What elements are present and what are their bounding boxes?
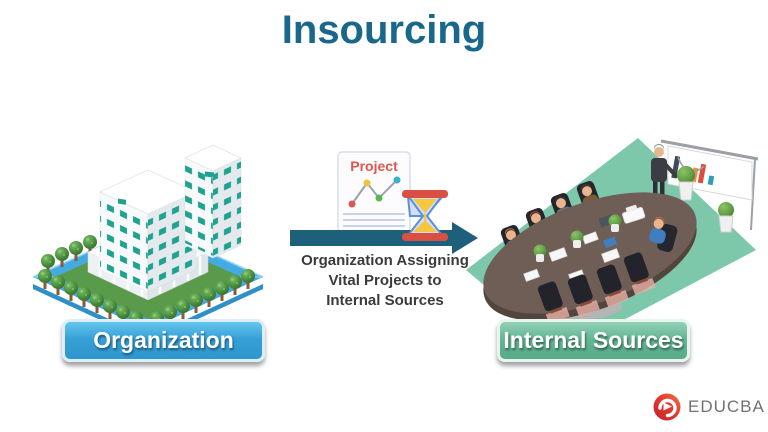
hourglass-icon xyxy=(402,190,448,241)
educba-logo-text: EDUCBA xyxy=(688,397,765,416)
table-plant xyxy=(533,244,547,262)
potted-plant xyxy=(718,202,734,233)
papers xyxy=(548,247,568,262)
tree-icon xyxy=(77,287,91,307)
page-title: Insourcing xyxy=(281,8,487,52)
roof-detail xyxy=(118,198,126,205)
organization-building-illustration xyxy=(32,144,264,342)
tree-icon xyxy=(51,275,65,295)
chair xyxy=(567,274,600,317)
table-plant xyxy=(608,214,622,232)
educba-logo-icon xyxy=(653,393,681,421)
caption-line: Vital Projects to xyxy=(328,272,442,289)
caption-line: Organization Assigning xyxy=(301,252,469,269)
tree-icon xyxy=(38,269,52,289)
papers xyxy=(581,231,599,245)
organization-label-text: Organization xyxy=(93,327,234,353)
line-chart-icon xyxy=(351,179,398,205)
chair xyxy=(623,252,656,295)
caption-line: Internal Sources xyxy=(326,292,444,309)
chairs-front-row xyxy=(537,252,656,324)
arrow-caption: Organization Assigning Vital Projects to… xyxy=(275,251,495,311)
attendee xyxy=(649,216,678,253)
papers xyxy=(601,248,621,263)
document-title: Project xyxy=(350,158,398,174)
chair xyxy=(596,264,629,307)
project-document-icon: Project xyxy=(337,151,411,240)
organization-label: Organization xyxy=(62,319,265,362)
table-plant xyxy=(570,230,584,248)
presenter-figure xyxy=(651,144,678,200)
internal-sources-label: Internal Sources xyxy=(497,319,690,362)
office-building xyxy=(87,144,242,301)
roof-detail xyxy=(205,171,214,178)
papers xyxy=(523,268,540,282)
potted-plant xyxy=(677,166,695,201)
laptop-screen xyxy=(603,236,618,249)
center-flow-graphics: Project xyxy=(290,151,478,254)
tree-icon xyxy=(90,293,104,313)
printer xyxy=(622,204,646,224)
tree-icon xyxy=(64,281,78,301)
internal-sources-label-text: Internal Sources xyxy=(503,327,684,353)
tree-icon xyxy=(103,299,117,319)
meeting-room-illustration xyxy=(466,138,759,352)
educba-logo: EDUCBA xyxy=(652,392,765,422)
